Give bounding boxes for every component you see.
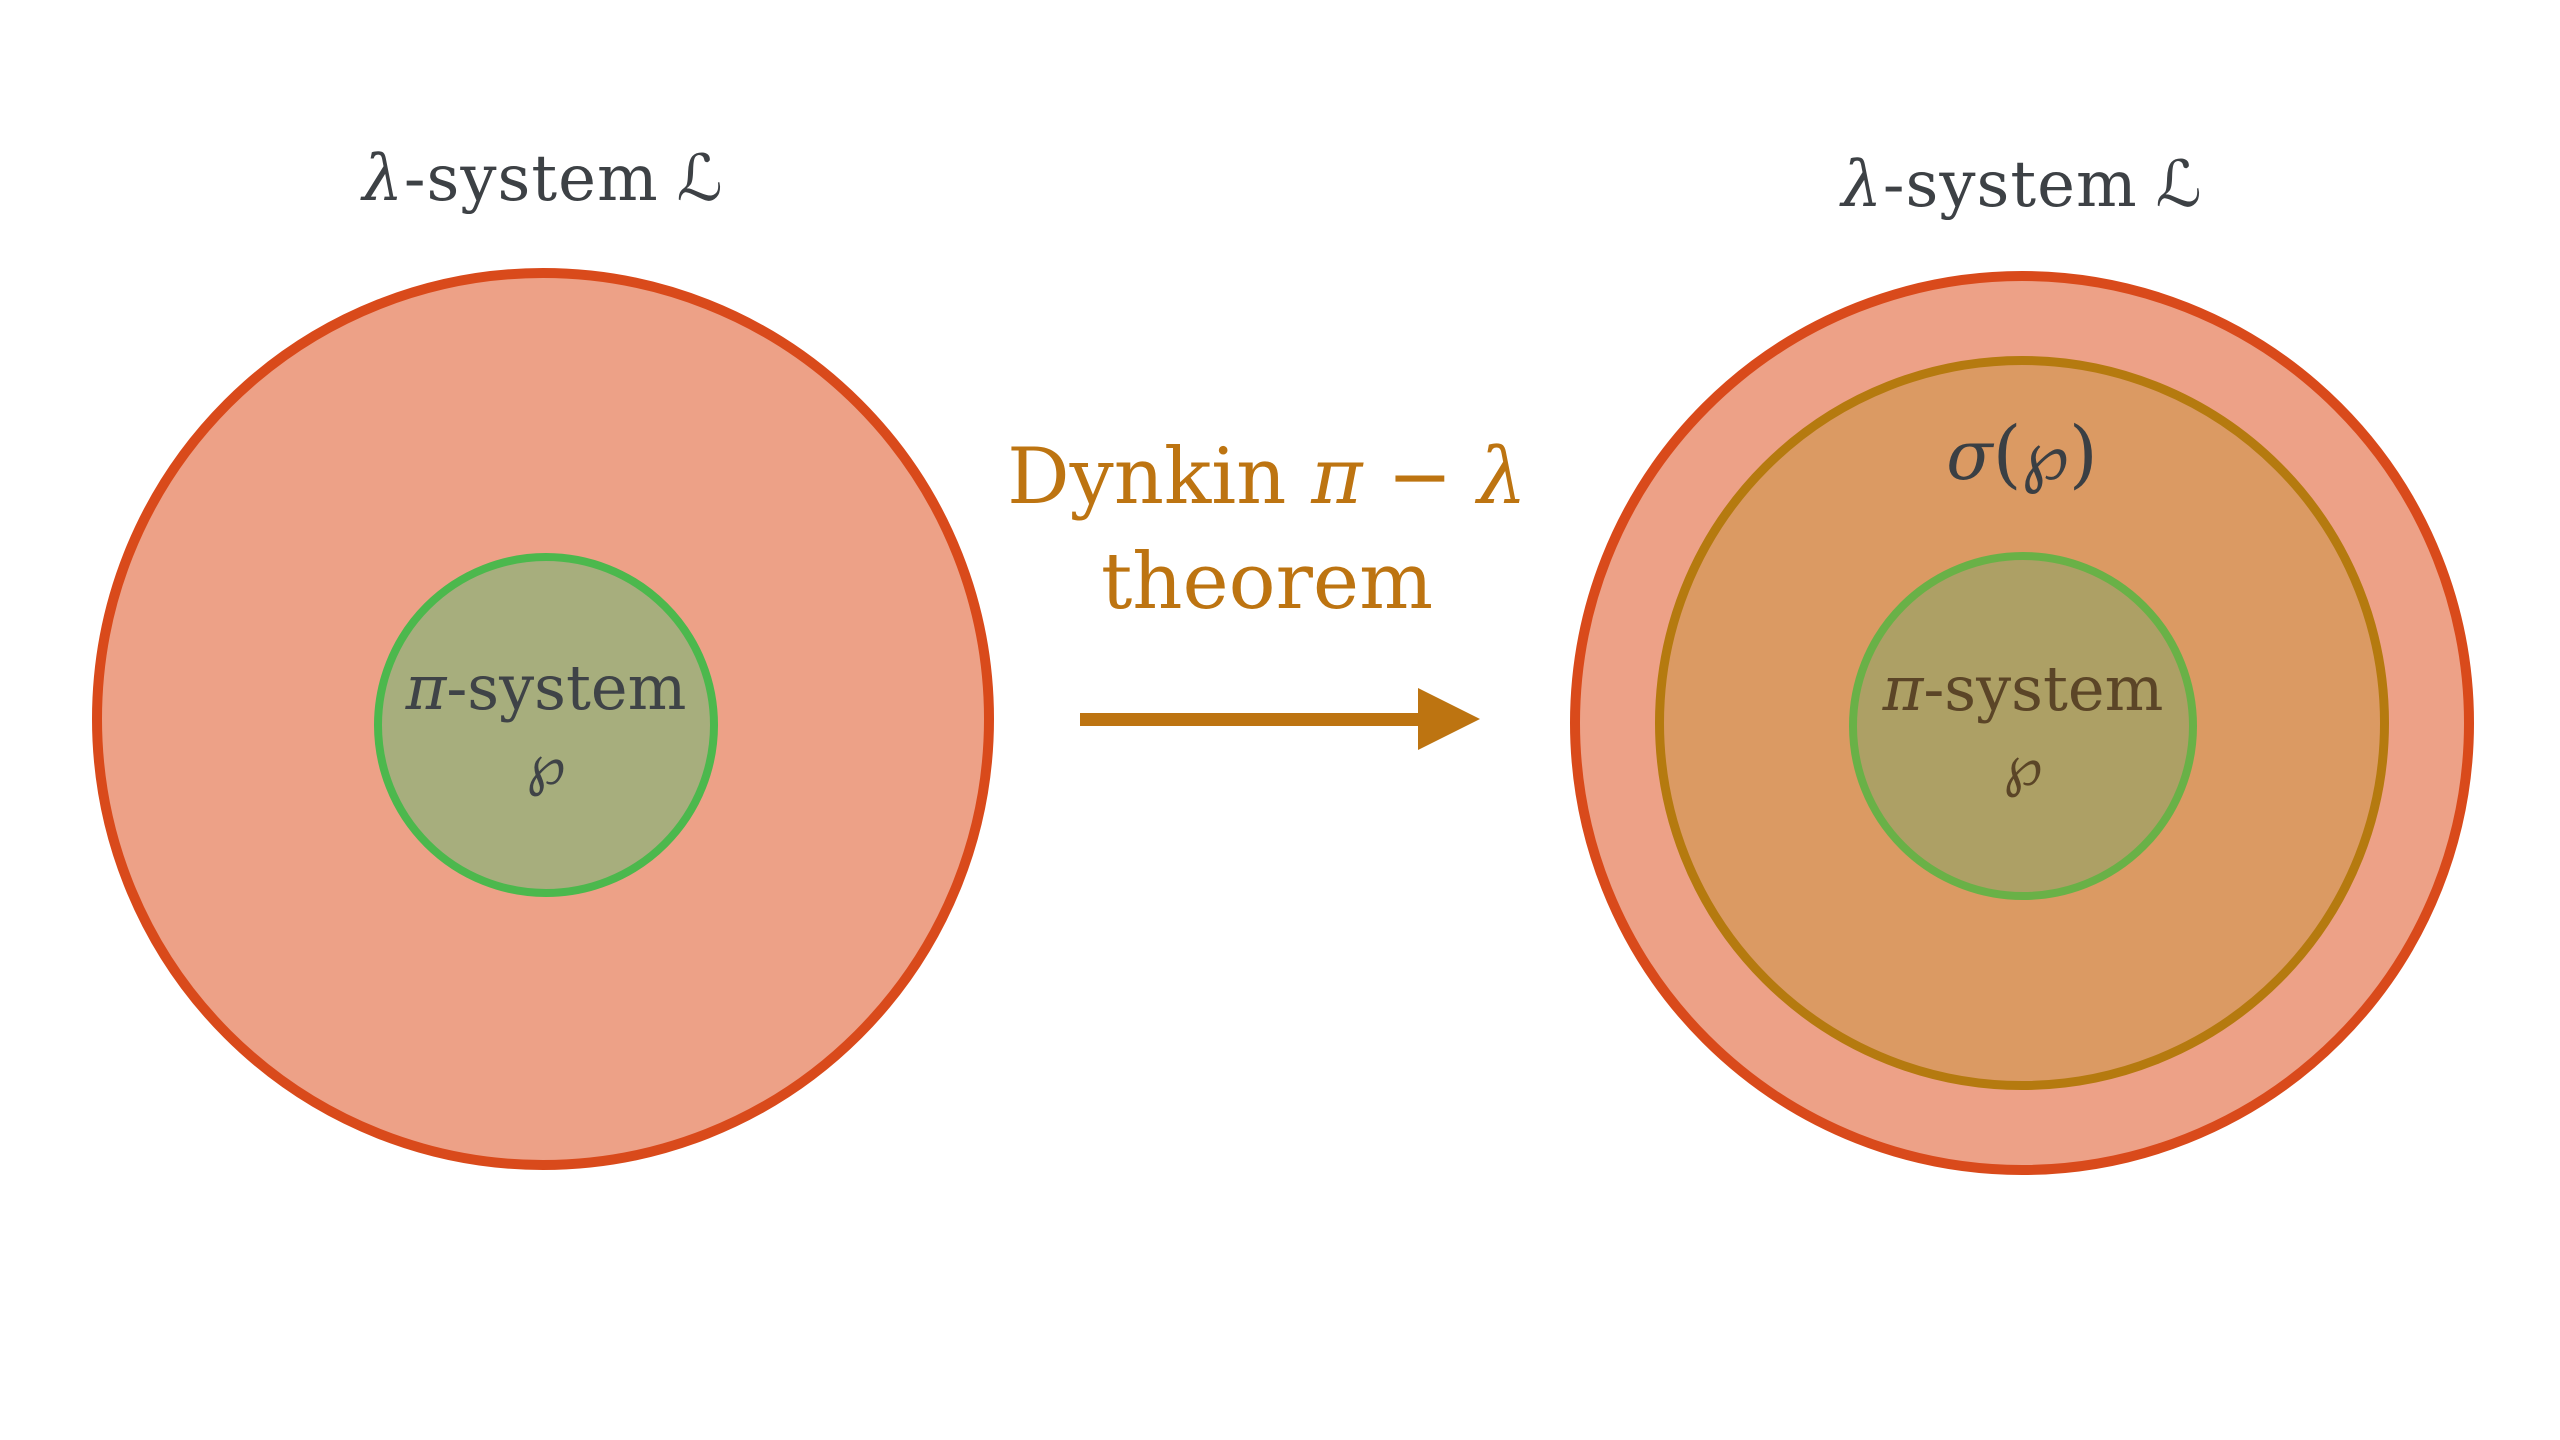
right-pi-system-label: π-system ℘ (1857, 560, 2189, 892)
theorem-caption: Dynkin π − λ theorem (1007, 425, 1527, 636)
left-lambda-system-circle: π-system ℘ (92, 268, 994, 1170)
system-text: -system (403, 142, 659, 216)
arrow-shaft (1080, 713, 1422, 726)
script-p-symbol: ℘ (526, 732, 566, 798)
right-lambda-system-circle: σ(℘) π-system ℘ (1570, 271, 2474, 1175)
open-paren: ( (1992, 411, 2022, 497)
pi-minus-lambda: π − λ (1311, 432, 1527, 522)
pi-symbol: π (405, 651, 447, 725)
lambda-symbol: λ (362, 142, 404, 216)
system-text: -system (446, 651, 687, 725)
theorem-caption-line1: Dynkin π − λ (1007, 425, 1527, 530)
dynkin-word: Dynkin (1007, 432, 1312, 522)
script-p-symbol: ℘ (2003, 733, 2043, 799)
right-pi-system-circle: π-system ℘ (1849, 552, 2197, 900)
pi-system-text: π-system (406, 650, 687, 726)
sigma-symbol: σ (1946, 417, 1993, 496)
system-text: -system (1923, 652, 2164, 726)
sigma-algebra-circle: σ(℘) π-system ℘ (1655, 356, 2389, 1090)
arrow-head (1418, 688, 1480, 750)
script-p-symbol: ℘ (2021, 417, 2069, 496)
theorem-caption-line2: theorem (1100, 537, 1434, 628)
system-text: -system (1882, 148, 2138, 222)
pi-system-text: π-system (1883, 651, 2164, 727)
lambda-symbol: λ (1841, 148, 1883, 222)
script-l-symbol: ℒ (676, 142, 724, 216)
close-paren: ) (2068, 411, 2098, 497)
pi-symbol: π (1882, 652, 1924, 726)
script-l-symbol: ℒ (2155, 148, 2203, 222)
left-pi-system-label: π-system ℘ (382, 561, 710, 889)
sigma-p-label: σ(℘) (1946, 411, 2098, 497)
left-pi-system-circle: π-system ℘ (374, 553, 718, 897)
